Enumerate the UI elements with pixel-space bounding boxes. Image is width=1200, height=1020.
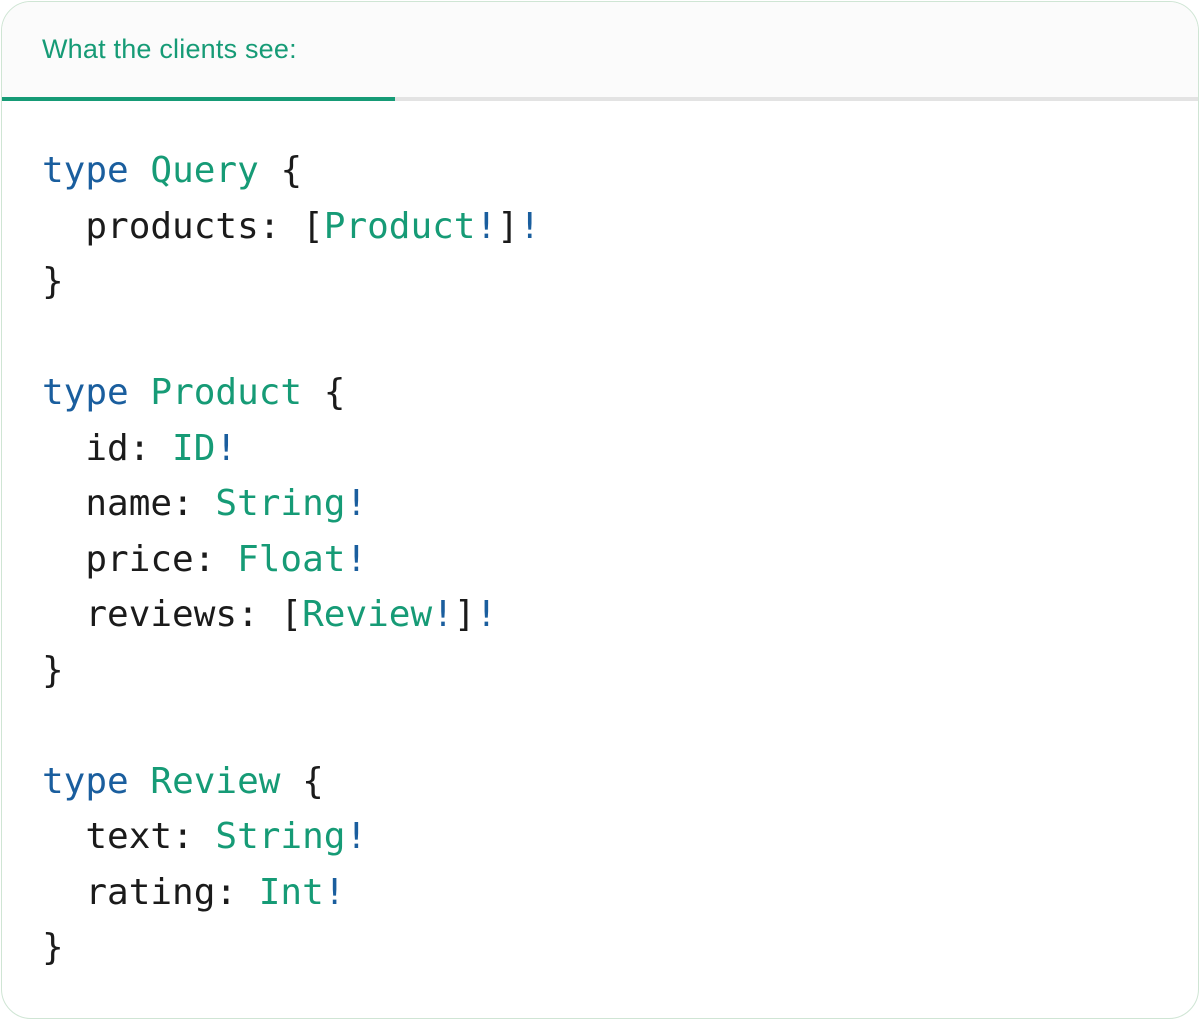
code-line: } xyxy=(42,254,1168,310)
code-token-bang: ! xyxy=(518,205,541,247)
code-line xyxy=(42,698,1168,754)
code-token-ty: Review xyxy=(150,760,281,802)
code-token-bang: ! xyxy=(475,205,498,247)
code-line: text: String! xyxy=(42,809,1168,865)
code-token-pl xyxy=(129,761,151,802)
code-token-pl: { xyxy=(258,150,303,191)
code-token-kw: type xyxy=(42,372,129,413)
code-line: } xyxy=(42,643,1168,699)
code-token-pl: reviews: [ xyxy=(42,594,303,635)
code-token-bang: ! xyxy=(215,427,238,469)
code-token-pl: products: [ xyxy=(42,205,324,247)
code-token-pl: rating: xyxy=(42,871,259,913)
code-line: type Product { xyxy=(42,365,1168,421)
code-token-pl: ] xyxy=(453,594,476,635)
code-token-ty: Product xyxy=(150,372,303,413)
code-token-pl: { xyxy=(302,372,346,413)
code-token-kw: type xyxy=(42,760,129,802)
code-token-pl: { xyxy=(280,760,324,802)
code-token-bang: ! xyxy=(345,538,368,580)
code-token-pl xyxy=(129,372,151,413)
tabbar-divider xyxy=(2,97,1198,101)
code-token-pl: ] xyxy=(497,205,519,247)
tab-label: What the clients see: xyxy=(42,34,297,64)
code-token-pl xyxy=(129,150,151,191)
code-token-ty: Int xyxy=(258,871,324,913)
code-line: reviews: [Review!]! xyxy=(42,587,1168,643)
code-token-ty: Float xyxy=(237,538,346,580)
code-line: products: [Product!]! xyxy=(42,199,1168,255)
code-token-pl: id: xyxy=(42,427,173,469)
code-token-bang: ! xyxy=(432,594,454,635)
code-token-pl: price: xyxy=(42,538,238,580)
code-token-pl: } xyxy=(42,927,64,968)
code-line xyxy=(42,310,1168,366)
code-token-ty: Query xyxy=(150,150,259,191)
code-line: type Review { xyxy=(42,754,1168,810)
code-token-pl: } xyxy=(42,261,64,302)
code-token-pl: text: xyxy=(42,816,216,857)
code-token-bang: ! xyxy=(345,816,368,857)
tab-what-the-clients-see[interactable]: What the clients see: xyxy=(2,2,297,97)
code-token-bang: ! xyxy=(475,594,498,635)
code-token-pl: } xyxy=(42,649,64,691)
code-token-ty: ID xyxy=(172,427,216,469)
code-token-bang: ! xyxy=(323,871,346,913)
code-token-kw: type xyxy=(42,150,129,191)
code-block: type Query { products: [Product!]!} type… xyxy=(2,101,1198,976)
code-line: type Query { xyxy=(42,143,1168,199)
code-line: name: String! xyxy=(42,476,1168,532)
code-token-pl: name: xyxy=(42,483,216,524)
code-line: rating: Int! xyxy=(42,865,1168,921)
tab-bar: What the clients see: xyxy=(2,2,1198,97)
code-line: id: ID! xyxy=(42,421,1168,477)
code-token-ty: String xyxy=(215,483,346,524)
code-token-ty: Review xyxy=(302,594,433,635)
code-token-ty: String xyxy=(215,816,346,857)
code-line: } xyxy=(42,920,1168,976)
active-tab-underline xyxy=(2,97,395,101)
code-token-ty: Product xyxy=(323,205,476,247)
code-line: price: Float! xyxy=(42,532,1168,588)
code-token-bang: ! xyxy=(345,483,368,524)
